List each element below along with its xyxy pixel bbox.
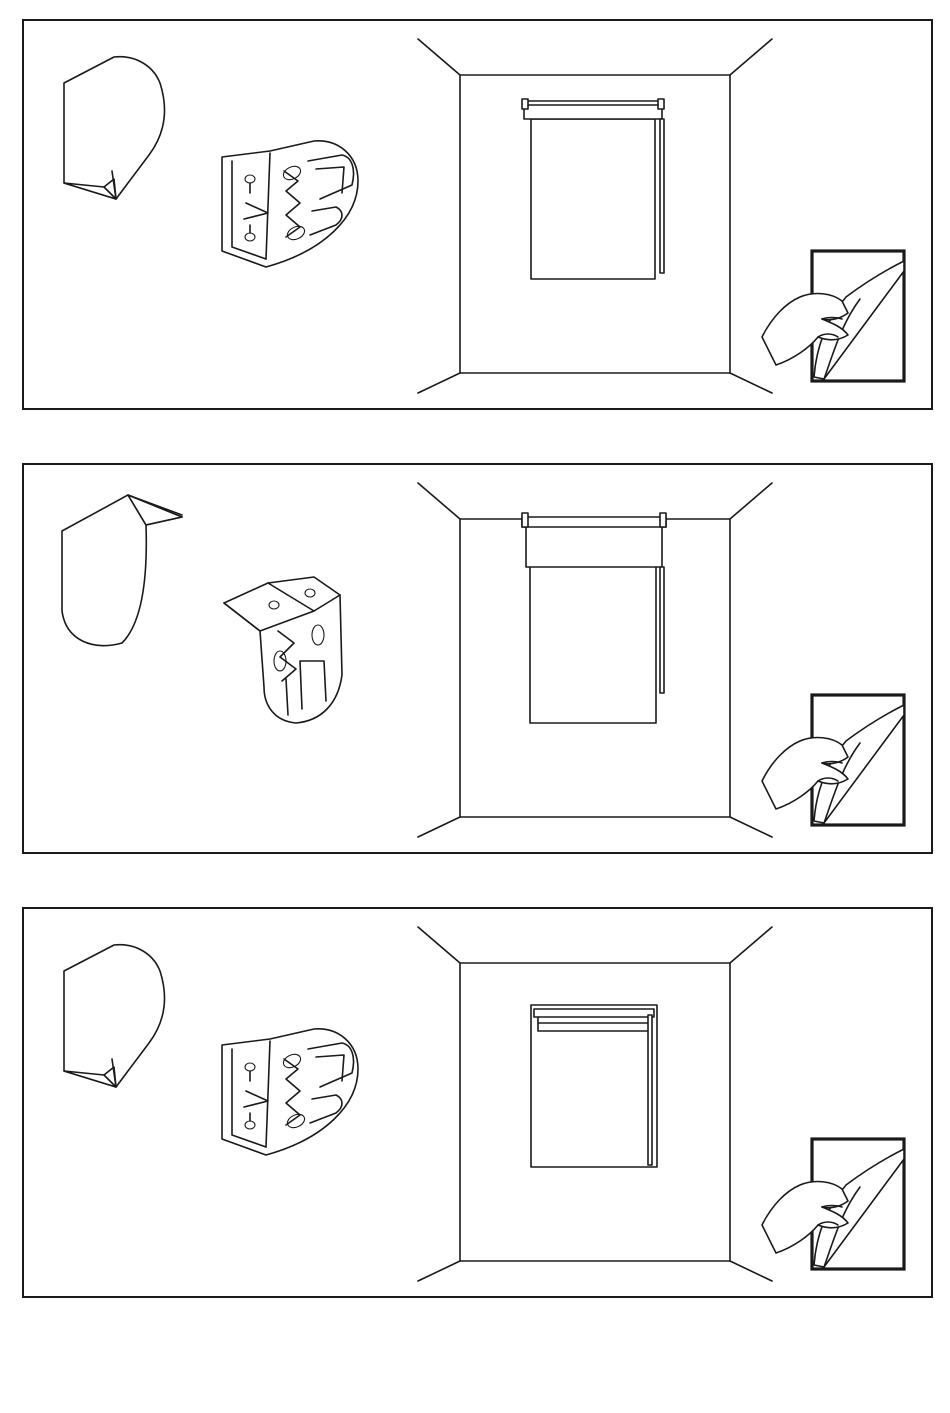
end-cap-icon bbox=[64, 57, 164, 199]
peel-adhesive-icon bbox=[762, 1139, 904, 1269]
panel-recess-mount-drawing bbox=[24, 909, 931, 1296]
end-cap-icon bbox=[62, 495, 182, 646]
panel-ceiling-mount-drawing bbox=[24, 465, 931, 852]
bracket-icon bbox=[222, 141, 358, 267]
roller-blind-icon bbox=[522, 99, 664, 279]
bracket-icon bbox=[224, 577, 342, 723]
panel-wall-mount bbox=[22, 19, 933, 410]
panel-recess-mount bbox=[22, 907, 933, 1298]
roller-blind-icon bbox=[531, 1005, 657, 1167]
panel-ceiling-mount bbox=[22, 463, 933, 854]
roller-blind-icon bbox=[522, 513, 666, 723]
bracket-icon bbox=[222, 1029, 358, 1155]
panel-wall-mount-drawing bbox=[24, 21, 931, 408]
peel-adhesive-icon bbox=[762, 695, 904, 825]
end-cap-icon bbox=[64, 945, 164, 1087]
peel-adhesive-icon bbox=[762, 251, 904, 381]
